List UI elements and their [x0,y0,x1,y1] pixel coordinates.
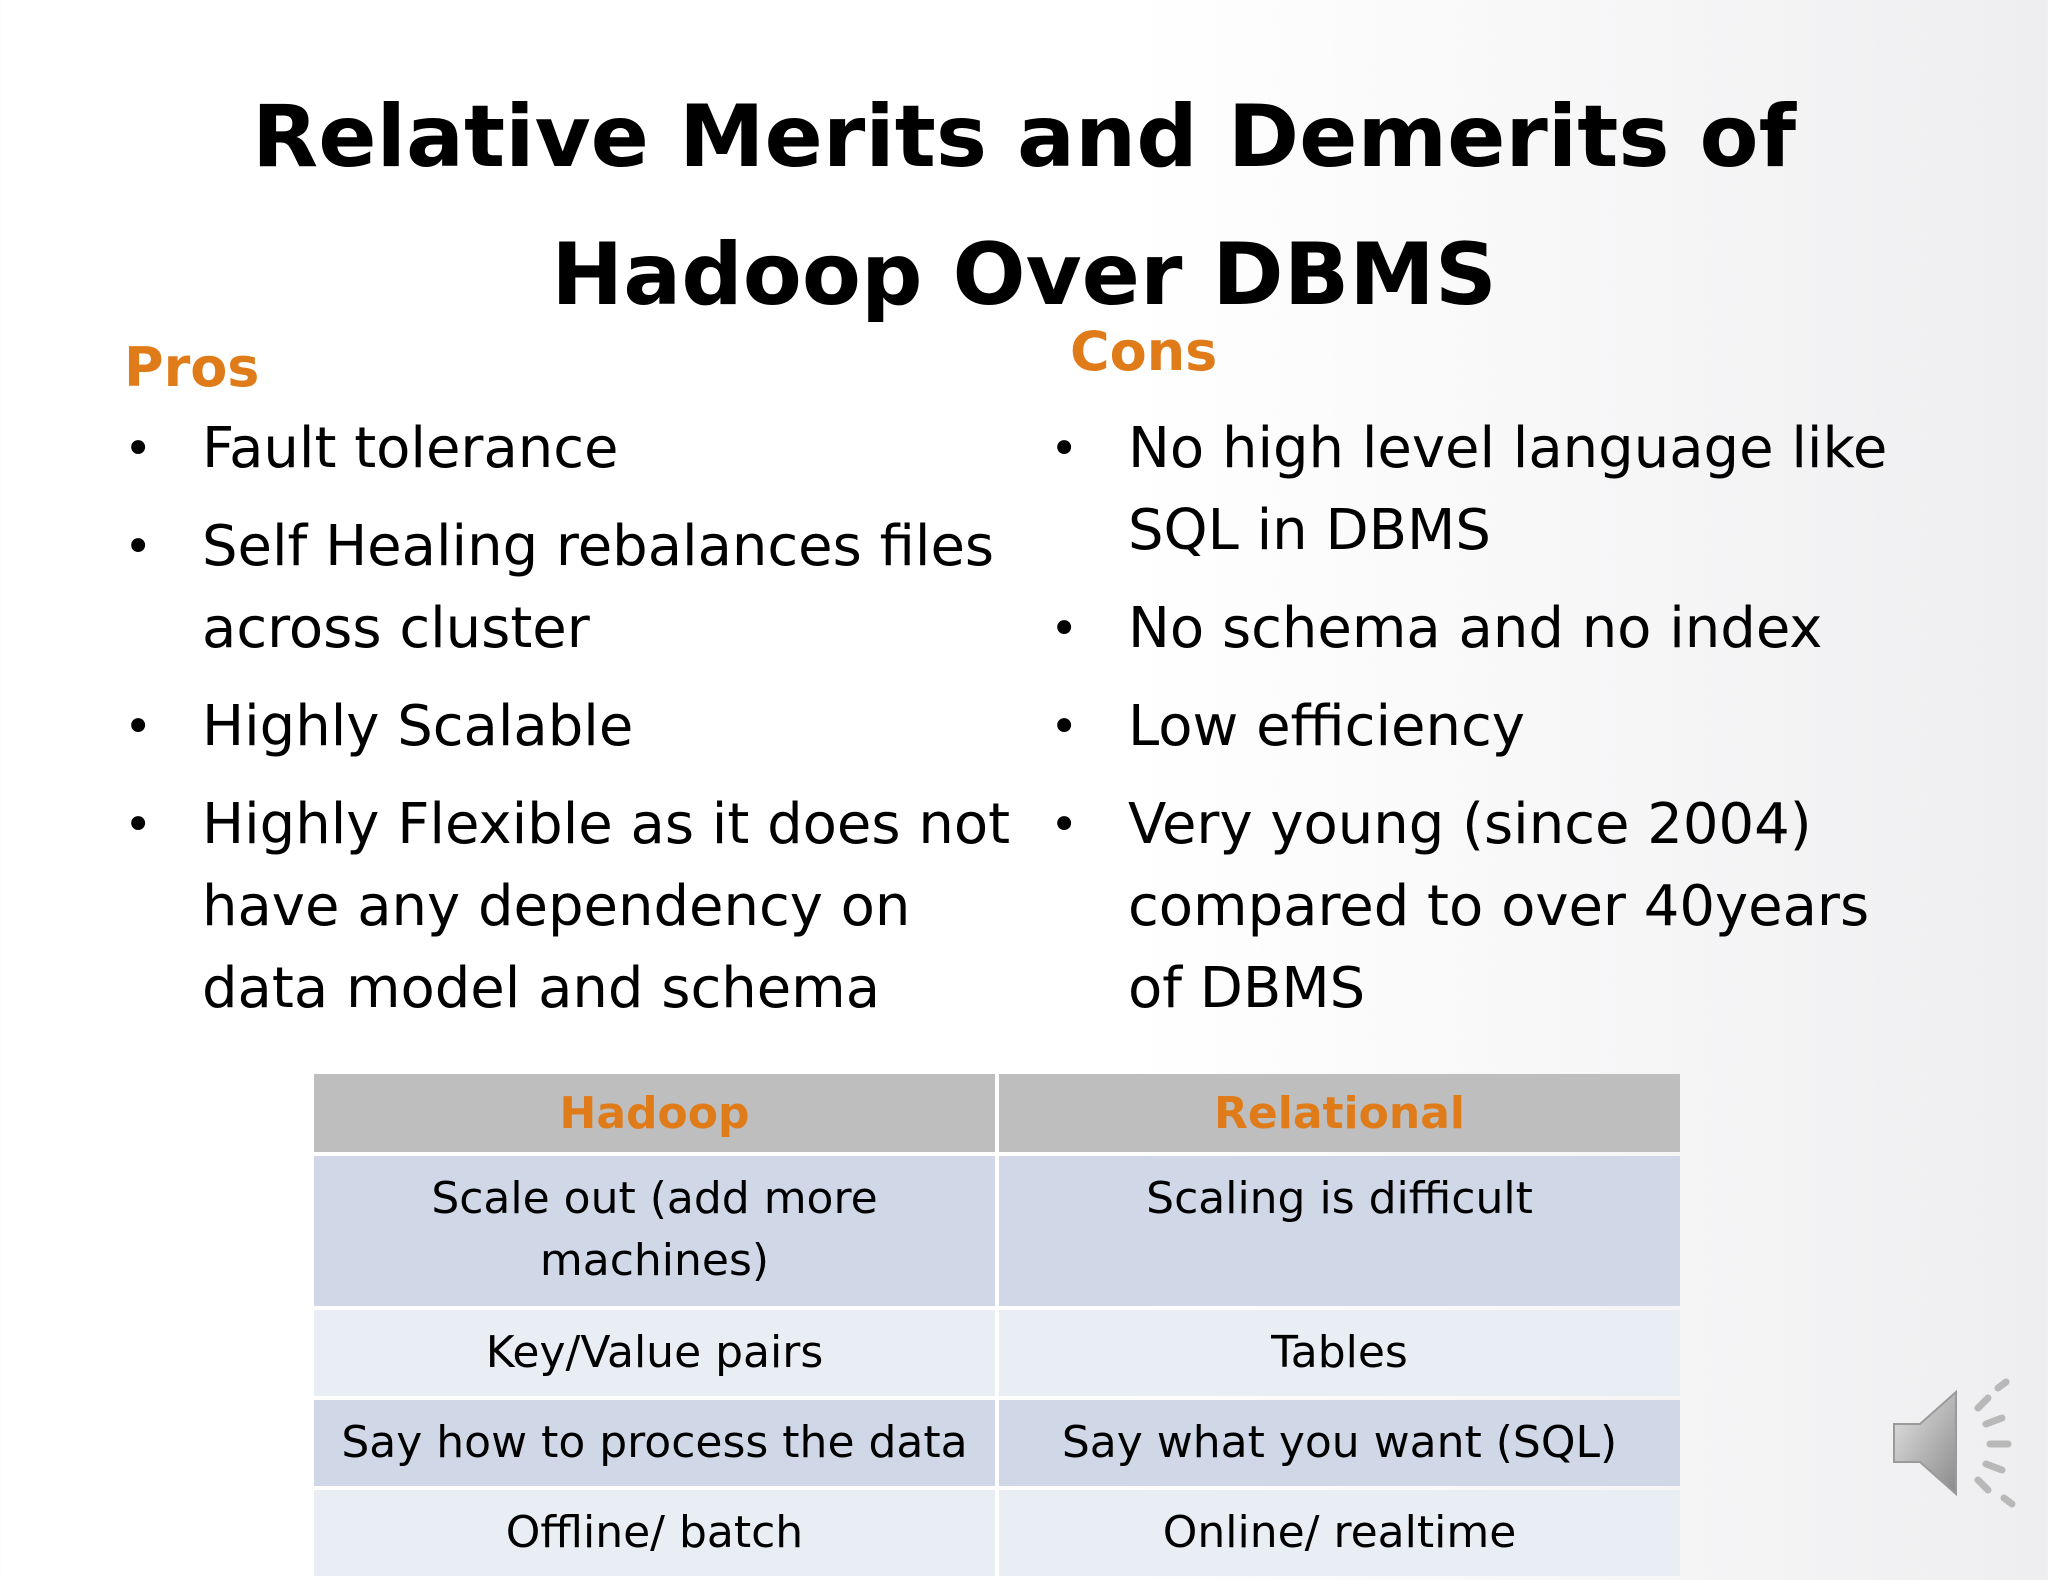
pros-item-line: Self Healing rebalances files [202,514,995,579]
table-row: Offline/ batch Online/ realtime [314,1490,1680,1576]
pros-item: • Highly Flexible as it does not have an… [124,784,1024,1030]
cons-item-line: Very young (since 2004) [1128,792,1812,857]
pros-item-text: Highly Scalable [202,694,634,759]
comparison-table: Hadoop Relational Scale out (add more ma… [310,1070,1684,1580]
speaker-icon-graphic [1893,1378,2016,1508]
pros-item: • Highly Scalable [124,686,1024,768]
table-row: Key/Value pairs Tables [314,1310,1680,1396]
table-header-relational: Relational [999,1074,1680,1152]
table-cell-line: Scale out (add more [431,1173,878,1224]
pros-list: • Fault tolerance • Self Healing rebalan… [124,408,1024,1046]
bullet-icon: • [124,421,153,477]
pros-item-text: Self Healing rebalances files across clu… [202,514,994,661]
table-cell-hadoop: Key/Value pairs [314,1310,995,1396]
cons-item-line: of DBMS [1128,956,1366,1021]
cons-item: • Very young (since 2004) compared to ov… [1050,784,1930,1030]
bullet-icon: • [1050,601,1079,657]
cons-item-text: Very young (since 2004) compared to over… [1128,792,1869,1021]
cons-heading: Cons [1070,320,1218,383]
table-cell-hadoop: Say how to process the data [314,1400,995,1486]
bullet-icon: • [1050,797,1079,853]
slide-title: Relative Merits and Demerits of Hadoop O… [0,68,2048,344]
cons-item: • No high level language like SQL in DBM… [1050,408,1930,572]
table-row: Scale out (add more machines) Scaling is… [314,1156,1680,1306]
slide-title-line-2: Hadoop Over DBMS [551,225,1497,325]
pros-item-text: Fault tolerance [202,416,619,481]
cons-list: • No high level language like SQL in DBM… [1050,408,1930,1046]
table-row: Say how to process the data Say what you… [314,1400,1680,1486]
bullet-icon: • [1050,699,1079,755]
cons-item-line: No high level language like [1128,416,1888,481]
bullet-icon: • [124,699,153,755]
pros-item: • Fault tolerance [124,408,1024,490]
pros-item-text: Highly Flexible as it does not have any … [202,792,1010,1021]
cons-item-text: No schema and no index [1128,596,1823,661]
speaker-icon[interactable] [1886,1378,2026,1508]
table-cell-relational: Say what you want (SQL) [999,1400,1680,1486]
pros-heading: Pros [124,336,260,399]
pros-item-line: data model and schema [202,956,881,1021]
table-cell-relational: Scaling is difficult [999,1156,1680,1306]
table-cell-relational: Tables [999,1310,1680,1396]
cons-item-text: Low efficiency [1128,694,1525,759]
table-cell-hadoop: Scale out (add more machines) [314,1156,995,1306]
cons-item-line: SQL in DBMS [1128,498,1491,563]
table-cell-relational: Online/ realtime [999,1490,1680,1576]
pros-item-line: Highly Flexible as it does not [202,792,1011,857]
bullet-icon: • [124,797,153,853]
cons-item-text: No high level language like SQL in DBMS [1128,416,1887,563]
table-header-row: Hadoop Relational [314,1074,1680,1152]
table-cell-hadoop: Offline/ batch [314,1490,995,1576]
pros-item: • Self Healing rebalances files across c… [124,506,1024,670]
table-cell-line: machines) [539,1235,770,1286]
bullet-icon: • [124,519,153,575]
pros-item-line: across cluster [202,596,590,661]
cons-item: • Low efficiency [1050,686,1930,768]
table-header-hadoop: Hadoop [314,1074,995,1152]
bullet-icon: • [1050,421,1079,477]
pros-item-line: have any dependency on [202,874,911,939]
cons-item-line: compared to over 40years [1128,874,1870,939]
slide-title-line-1: Relative Merits and Demerits of [251,87,1797,187]
cons-item: • No schema and no index [1050,588,1930,670]
